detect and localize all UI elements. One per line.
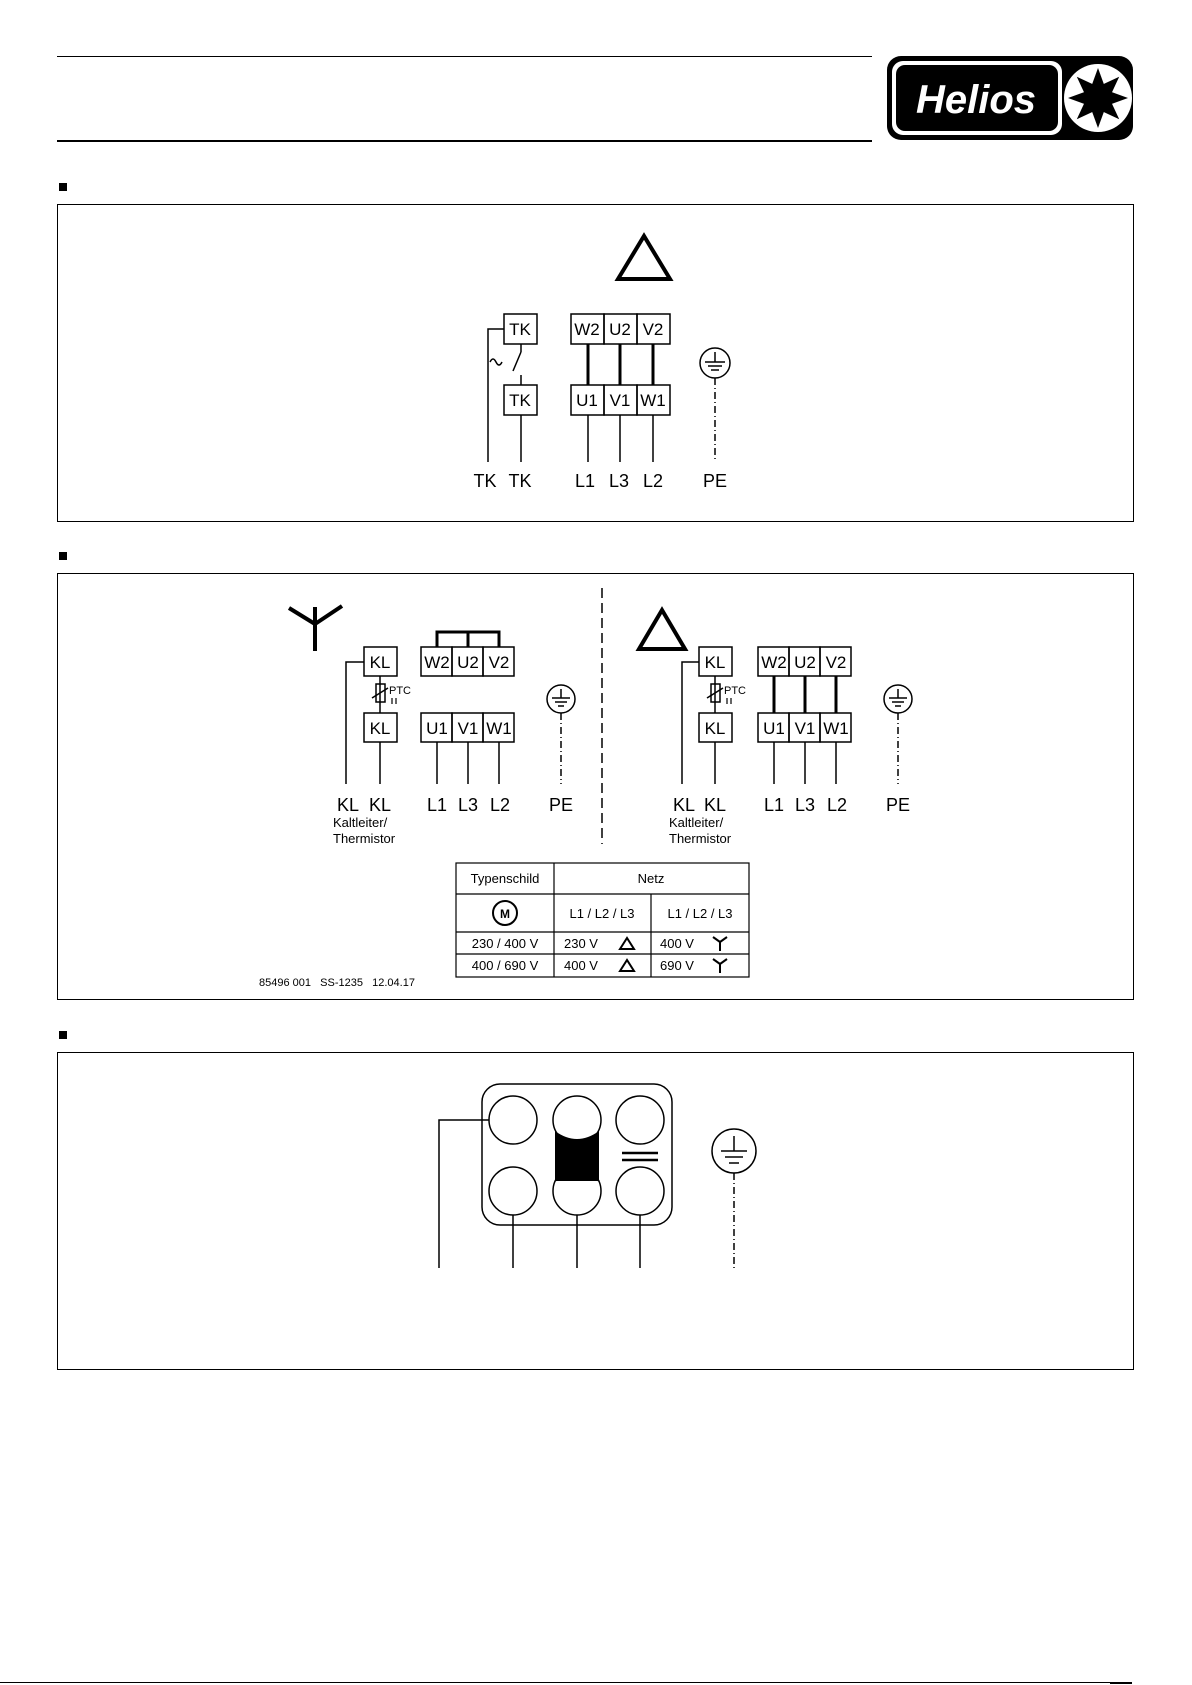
table-row1-typenschild: 230 / 400 V	[472, 936, 539, 951]
footer-mark	[1110, 1682, 1132, 1684]
terminal-bridge	[555, 1131, 599, 1181]
lead-kl1-delta: KL	[673, 795, 695, 815]
terminal-u2-star: U2	[457, 653, 479, 672]
table-sub-col2: L1 / L2 / L3	[667, 906, 732, 921]
terminal-v2-delta: V2	[826, 653, 847, 672]
header-rule-bottom	[57, 140, 872, 142]
kl-bottom-star: KL	[370, 719, 391, 738]
note-line1-delta: Kaltleiter/	[669, 815, 724, 830]
helios-logo: Helios	[887, 56, 1133, 140]
table-row1-net1: 230 V	[564, 936, 598, 951]
terminal-u1-delta: U1	[763, 719, 785, 738]
table-row2-net1: 400 V	[564, 958, 598, 973]
lead-kl1-star: KL	[337, 795, 359, 815]
motor-symbol-letter: M	[500, 907, 510, 921]
terminal-tk-bottom: TK	[509, 391, 531, 410]
table-row2-net2: 690 V	[660, 958, 694, 973]
terminal-3	[615, 1095, 665, 1145]
note-line1-star: Kaltleiter/	[333, 815, 388, 830]
motor-icon	[492, 900, 518, 926]
kl-top-star: KL	[370, 653, 391, 672]
lead-l2-star: L2	[490, 795, 510, 815]
terminal-tk-top: TK	[509, 320, 531, 339]
lead-pe-delta: PE	[886, 795, 910, 815]
lead-l3: L3	[609, 471, 629, 491]
note-line2-star: Thermistor	[333, 831, 396, 846]
header-rule-top	[57, 56, 872, 57]
section-bullet-3	[59, 1031, 67, 1039]
ground-icon	[546, 684, 576, 714]
terminal-4	[488, 1166, 538, 1216]
terminal-v1-delta: V1	[795, 719, 816, 738]
fan-icon	[1064, 64, 1132, 132]
wiring-diagram-delta-tk: TK W2 U2 V2 TK U1 V1 W1 TK TK L1 L3 L2 P…	[473, 232, 731, 491]
lead-l1: L1	[575, 471, 595, 491]
terminal-w1-delta: W1	[823, 719, 849, 738]
terminal-w1: W1	[640, 391, 666, 410]
table-header-netz: Netz	[638, 871, 665, 886]
footer-rule	[0, 1682, 1130, 1683]
lead-tk-1: TK	[473, 471, 496, 491]
panel-star-delta: KL KL W2 U2 V2 U1 V1 W1 PTC KL KL L1 L3 …	[57, 573, 1134, 1000]
table-header-typenschild: Typenschild	[471, 871, 540, 886]
table-row1-net2: 400 V	[660, 936, 694, 951]
terminal-u1-star: U1	[426, 719, 448, 738]
terminal-v2: V2	[643, 320, 664, 339]
terminal-w2: W2	[574, 320, 600, 339]
panel-delta-tk: TK W2 U2 V2 TK U1 V1 W1 TK TK L1 L3 L2 P…	[57, 204, 1134, 522]
lead-l2: L2	[643, 471, 663, 491]
lead-l2-delta: L2	[827, 795, 847, 815]
lead-pe: PE	[703, 471, 727, 491]
doc-reference: 85496 001 SS-1235 12.04.17	[259, 977, 415, 989]
lead-l3-star: L3	[458, 795, 478, 815]
ground-icon	[699, 347, 731, 379]
delta-symbol	[614, 232, 674, 281]
delta-symbol	[635, 606, 689, 651]
wiring-diagram-star-delta: KL KL W2 U2 V2 U1 V1 W1 PTC KL KL L1 L3 …	[259, 588, 913, 989]
terminal-board-diagram	[438, 1083, 757, 1268]
star-symbol	[287, 604, 344, 651]
lead-l1-delta: L1	[764, 795, 784, 815]
terminal-w2-delta: W2	[761, 653, 787, 672]
ptc-label-delta: PTC	[724, 685, 746, 697]
terminal-w1-star: W1	[486, 719, 512, 738]
section-bullet-2	[59, 552, 67, 560]
terminal-v2-star: V2	[489, 653, 510, 672]
ground-icon	[883, 684, 913, 714]
terminal-u2: U2	[609, 320, 631, 339]
lead-kl2-delta: KL	[704, 795, 726, 815]
lead-pe-star: PE	[549, 795, 573, 815]
kl-top-delta: KL	[705, 653, 726, 672]
terminal-v1: V1	[610, 391, 631, 410]
lead-tk-2: TK	[508, 471, 531, 491]
kl-bottom-delta: KL	[705, 719, 726, 738]
brand-name: Helios	[916, 78, 1036, 122]
ground-icon	[711, 1128, 757, 1174]
ptc-label-star: PTC	[389, 685, 411, 697]
lead-l3-delta: L3	[795, 795, 815, 815]
terminal-1	[488, 1095, 538, 1145]
terminal-v1-star: V1	[458, 719, 479, 738]
terminal-6	[615, 1166, 665, 1216]
section-bullet-1	[59, 183, 67, 191]
lead-l1-star: L1	[427, 795, 447, 815]
table-sub-col1: L1 / L2 / L3	[569, 906, 634, 921]
panel-terminal-board	[57, 1052, 1134, 1370]
note-line2-delta: Thermistor	[669, 831, 732, 846]
terminal-u2-delta: U2	[794, 653, 816, 672]
voltage-table	[455, 862, 750, 978]
terminal-w2-star: W2	[424, 653, 450, 672]
table-row2-typenschild: 400 / 690 V	[472, 958, 539, 973]
capacitor-icon	[622, 1151, 658, 1162]
lead-kl2-star: KL	[369, 795, 391, 815]
terminal-u1: U1	[576, 391, 598, 410]
